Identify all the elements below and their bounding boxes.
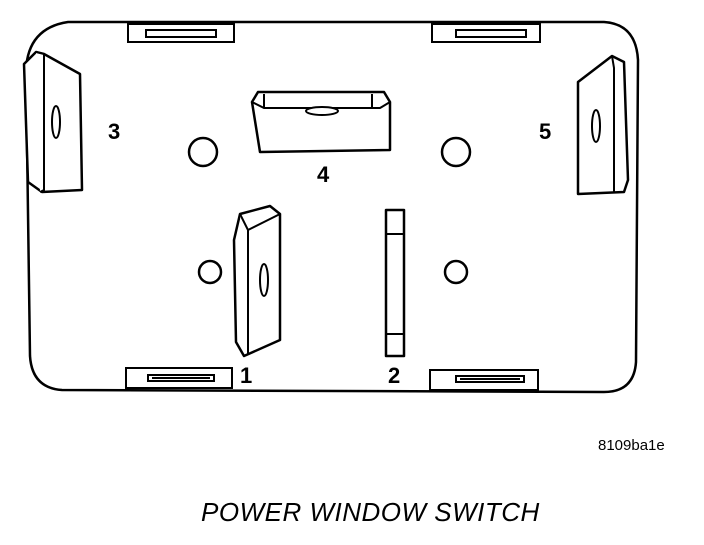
terminal-4 [250,90,392,154]
diagram-caption: POWER WINDOW SWITCH [201,497,540,527]
pin-label-2: 2 [388,363,400,388]
bottom-right-clip [429,369,539,391]
top-right-clip [431,23,541,43]
terminal-3 [22,50,84,194]
terminal-2 [384,208,406,358]
reference-code: 8109ba1e [598,437,665,454]
mounting-hole [443,259,469,285]
pin-label-4: 4 [317,162,330,187]
pin-label-1: 1 [240,363,252,388]
pin-label-3: 3 [108,119,120,144]
pin-label-5: 5 [539,119,551,144]
switch-housing [24,20,640,394]
mounting-hole [197,259,223,285]
mounting-hole [187,136,219,168]
bottom-left-clip [125,367,233,389]
top-left-clip [127,23,235,43]
terminal-5 [576,54,630,196]
mounting-hole [440,136,472,168]
terminal-1 [232,204,282,358]
